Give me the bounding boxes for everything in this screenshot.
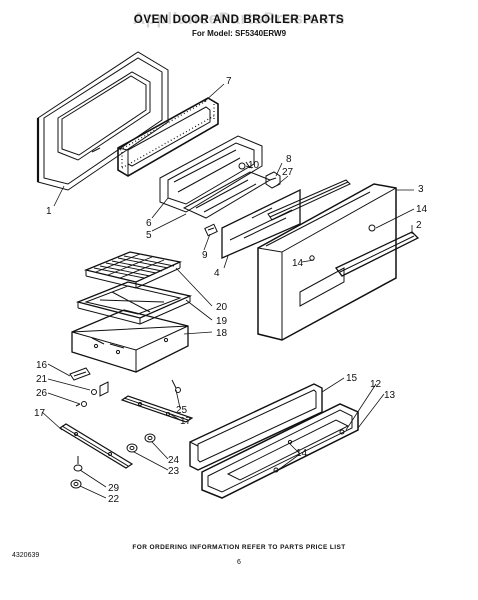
storage-drawer-front (201, 403, 359, 499)
callout-label: 14 (296, 448, 308, 459)
hinge-clip (265, 171, 281, 189)
callout-label: 9 (202, 250, 208, 261)
model-line: For Model: SF5340ERW9 (191, 29, 287, 38)
callout-label: 18 (216, 328, 228, 339)
leader-lines (41, 83, 415, 499)
glass-clip (204, 223, 218, 237)
callout-label: 12 (370, 379, 382, 390)
inner-door-panel (36, 51, 169, 191)
callout-label: 8 (286, 154, 292, 165)
callout-label: 23 (168, 466, 180, 477)
callout-label: 25 (176, 405, 188, 416)
drawer-bracket-parts (69, 367, 109, 407)
callout-label: 19 (216, 316, 228, 327)
door-trim-strip (267, 179, 351, 221)
callout-labels: 1 7 6 5 10 8 27 3 14 2 9 4 14 20 19 18 1… (34, 76, 428, 505)
ordering-note: FOR ORDERING INFORMATION REFER TO PARTS … (132, 544, 346, 551)
callout-label: 27 (282, 167, 294, 178)
callout-label: 15 (346, 373, 358, 384)
door-handle (335, 231, 420, 277)
callout-label: 24 (168, 455, 180, 466)
callout-label: 3 (418, 184, 424, 195)
callout-label: 14 (416, 204, 428, 215)
callout-label: 17 (180, 416, 192, 427)
callout-label: 7 (226, 76, 232, 87)
callout-label: 16 (36, 360, 48, 371)
drawer-rollers (70, 433, 156, 489)
page-title: OVEN DOOR AND BROILER PARTS (133, 14, 345, 26)
page-number: 6 (237, 559, 241, 566)
callout-label: 22 (108, 494, 120, 505)
broiler-pan (75, 281, 193, 325)
storage-drawer-liner (189, 383, 323, 471)
outer-door-panel (257, 183, 397, 341)
outer-window-glass (221, 188, 301, 259)
callout-label: 26 (36, 388, 48, 399)
callout-label: 4 (214, 268, 220, 279)
callout-label: 20 (216, 302, 228, 313)
callout-label: 21 (36, 374, 48, 385)
callout-label: 29 (108, 483, 120, 494)
callout-label: 2 (416, 220, 422, 231)
callout-label: 17 (34, 408, 46, 419)
callout-label: 1 (46, 206, 52, 217)
callout-label: 14 (292, 258, 304, 269)
callout-label: 10 (248, 160, 260, 171)
broiler-grid (83, 251, 183, 289)
watermark: AppliancePartsPros.com (132, 9, 346, 28)
broiler-drawer-body (71, 309, 189, 373)
callout-label: 5 (146, 230, 152, 241)
drawer-slide-rails (58, 379, 194, 469)
callout-label: 6 (146, 218, 152, 229)
callout-label: 13 (384, 390, 396, 401)
document-number: 4320639 (12, 552, 40, 559)
